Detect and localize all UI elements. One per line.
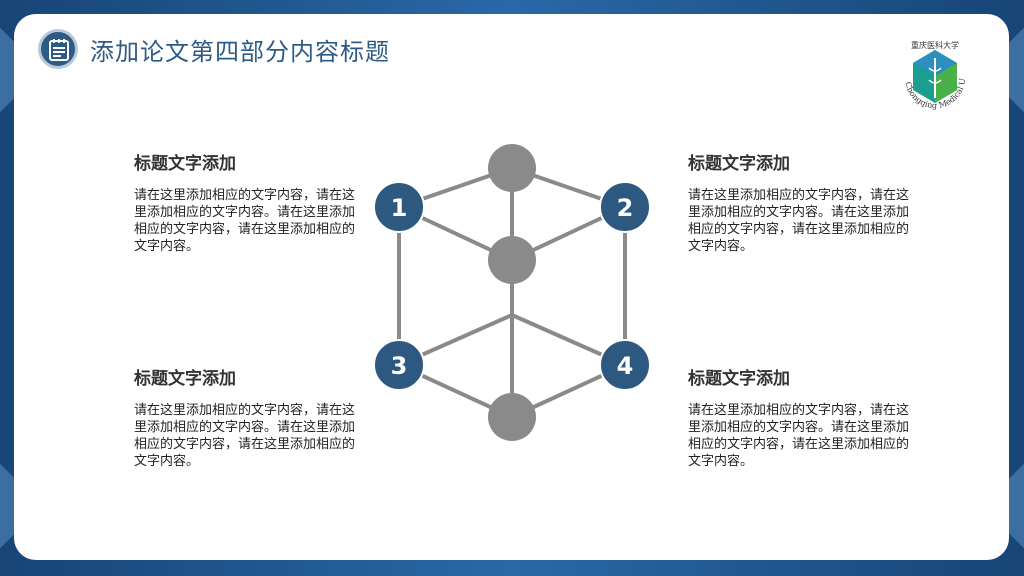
cube-node-center xyxy=(488,236,536,284)
block-title: 标题文字添加 xyxy=(688,369,790,389)
text-block-4: 标题文字添加 请在这里添加相应的文字内容，请在这里添加相应的文字内容。请在这里添… xyxy=(688,368,918,470)
block-title: 标题文字添加 xyxy=(134,369,236,389)
cube-node-1: 1 xyxy=(373,181,425,233)
block-body: 请在这里添加相应的文字内容，请在这里添加相应的文字内容。请在这里添加相应的文字内… xyxy=(134,188,356,254)
cube-node-bottom xyxy=(488,393,536,441)
document-list-icon xyxy=(38,29,78,69)
text-block-1: 标题文字添加 请在这里添加相应的文字内容，请在这里添加相应的文字内容。请在这里添… xyxy=(134,153,364,255)
cube-node-4: 4 xyxy=(599,339,651,391)
node-number: 1 xyxy=(391,194,408,222)
block-body: 请在这里添加相应的文字内容，请在这里添加相应的文字内容。请在这里添加相应的文字内… xyxy=(688,188,910,254)
block-body: 请在这里添加相应的文字内容，请在这里添加相应的文字内容。请在这里添加相应的文字内… xyxy=(134,403,356,469)
cube-node-2: 2 xyxy=(599,181,651,233)
node-number: 2 xyxy=(617,194,634,222)
logo-cn-text: 重庆医科大学 xyxy=(911,40,959,50)
text-block-3: 标题文字添加 请在这里添加相应的文字内容，请在这里添加相应的文字内容。请在这里添… xyxy=(134,368,364,470)
block-body: 请在这里添加相应的文字内容，请在这里添加相应的文字内容。请在这里添加相应的文字内… xyxy=(688,403,910,469)
cube-node-3: 3 xyxy=(373,339,425,391)
block-title: 标题文字添加 xyxy=(688,154,790,174)
node-number: 3 xyxy=(391,352,408,380)
university-logo: Chongqing Medical University 重庆医科大学 xyxy=(895,38,973,116)
text-block-2: 标题文字添加 请在这里添加相应的文字内容，请在这里添加相应的文字内容。请在这里添… xyxy=(688,153,918,255)
cube-edges xyxy=(397,166,627,419)
page-title: 添加论文第四部分内容标题 xyxy=(90,38,390,66)
node-number: 4 xyxy=(617,352,634,380)
block-title: 标题文字添加 xyxy=(134,154,236,174)
cube-node-top xyxy=(488,144,536,192)
